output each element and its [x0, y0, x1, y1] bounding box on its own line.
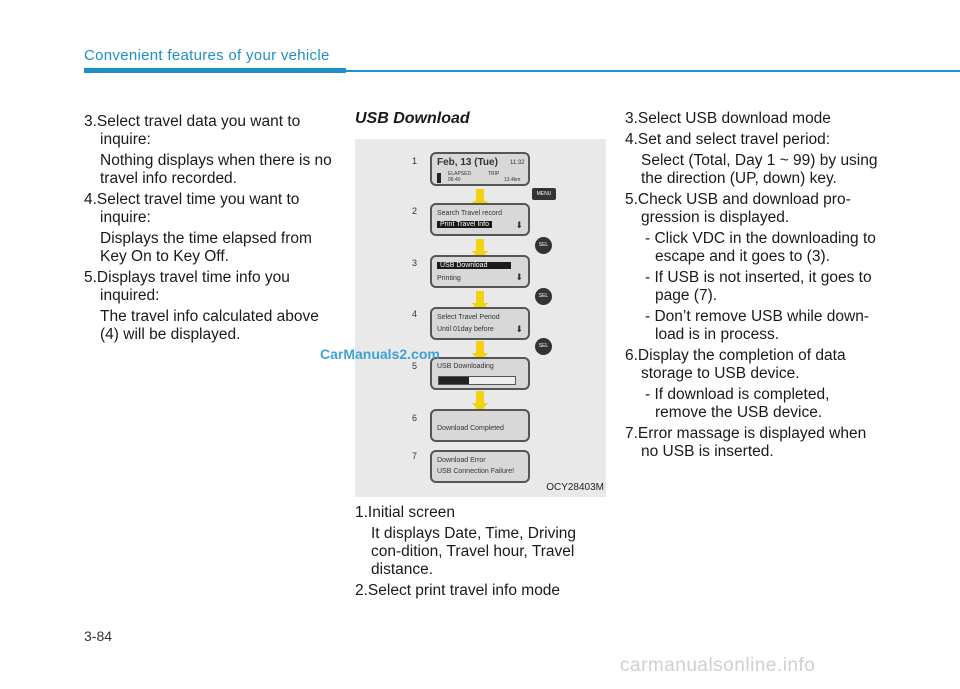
list-item: 5.Check USB and download pro-gression is… [625, 191, 851, 226]
list-item-body: Nothing displays when there is no travel… [100, 152, 332, 187]
lcd-trip-value: 13.4km [504, 177, 521, 183]
list-item: 6.Display the completion of data storage… [625, 347, 846, 382]
lcd-date: Feb, 13 (Tue) [437, 157, 498, 168]
fuel-bar-icon [437, 173, 441, 183]
lcd-line: Printing [437, 275, 461, 282]
header-bar [84, 68, 346, 73]
lcd-elapsed-label: ELAPSED [448, 171, 472, 177]
down-arrow-icon: ⬇ [515, 324, 523, 334]
sel-button[interactable]: SEL [535, 338, 552, 355]
lcd-line: Search Travel record [437, 210, 502, 217]
step-number: 7 [412, 451, 418, 461]
lcd-line: Until 01day before [437, 326, 494, 333]
lcd-line: Select Travel Period [437, 314, 500, 321]
lcd-screen-error: Download Error USB Connection Failure! [430, 450, 530, 483]
list-subitem: - If USB is not inserted, it goes to pag… [645, 269, 872, 304]
sel-button[interactable]: SEL [535, 237, 552, 254]
lcd-screen-completed: Download Completed [430, 409, 530, 442]
lcd-screen-usb-download: USB Download Printing ⬇ [430, 255, 530, 288]
figure-caption: OCY28403M [546, 482, 604, 493]
lcd-trip-label: TRIP [488, 171, 500, 177]
list-item: 3.Select USB download mode [625, 110, 831, 127]
header-title: Convenient features of your vehicle [84, 47, 330, 64]
lcd-line: USB Connection Failure! [437, 468, 515, 475]
lcd-line: USB Downloading [437, 363, 494, 370]
lcd-line: Download Completed [437, 425, 504, 432]
step-number: 3 [412, 258, 418, 268]
list-subitem: - Don’t remove USB while down-load is in… [645, 308, 869, 343]
lcd-elapsed-value: 06:40 [448, 177, 461, 183]
download-progress-bar [438, 376, 516, 385]
left-column: 3.Select travel data you want to inquire… [84, 113, 333, 344]
lcd-screen-initial: Feb, 13 (Tue) 11:32 ELAPSED 06:40 TRIP 1… [430, 152, 530, 186]
step-number: 4 [412, 309, 418, 319]
lcd-screen-travel-period: Select Travel Period Until 01day before … [430, 307, 530, 340]
right-column: 3.Select USB download mode 4.Set and sel… [625, 110, 878, 461]
page-number: 3-84 [84, 628, 113, 644]
section-title: USB Download [355, 110, 470, 127]
list-item-body: The travel info calculated above (4) wil… [100, 308, 319, 343]
list-item: 7.Error massage is displayed when no USB… [625, 425, 867, 460]
flow-arrow-icon [472, 391, 488, 413]
watermark: CarManuals2.com [320, 346, 440, 362]
lcd-screen-print-travel: Search Travel record Print Travel Info ⬇ [430, 203, 530, 236]
lcd-screen-downloading: USB Downloading [430, 357, 530, 390]
list-item: 2.Select print travel info mode [355, 582, 561, 599]
list-item-body: Select (Total, Day 1 ~ 99) by using the … [641, 152, 878, 187]
list-item: 5.Displays travel time info you inquired… [84, 269, 290, 304]
menu-button[interactable]: MENU [532, 188, 556, 200]
list-item-body: It displays Date, Time, Driving con-diti… [371, 525, 577, 578]
lcd-line-selected: USB Download [437, 262, 511, 269]
header-line [346, 70, 960, 72]
list-item-body: Displays the time elapsed from Key On to… [100, 230, 312, 265]
list-item: 3.Select travel data you want to inquire… [84, 113, 301, 148]
step-number: 2 [412, 206, 418, 216]
lcd-line: Download Error [437, 457, 486, 464]
lcd-line-selected: Print Travel Info [437, 221, 493, 228]
list-item: 4.Select travel time you want to inquire… [84, 191, 300, 226]
step-number: 6 [412, 413, 418, 423]
step-number: 5 [412, 361, 418, 371]
sel-button[interactable]: SEL [535, 288, 552, 305]
step-number: 1 [412, 156, 418, 166]
list-item: 1.Initial screen [355, 504, 455, 521]
down-arrow-icon: ⬇ [515, 220, 523, 230]
lcd-time: 11:32 [510, 160, 525, 166]
list-item: 4.Set and select travel period: [625, 131, 831, 148]
list-subitem: - Click VDC in the downloading to escape… [645, 230, 876, 265]
usb-download-figure: 1 2 3 4 5 6 7 Feb, 13 (Tue) 11:32 ELAPSE… [355, 139, 606, 497]
progress-fill [439, 377, 470, 384]
middle-column-text: 1.Initial screen It displays Date, Time,… [355, 504, 606, 600]
list-subitem: - If download is completed, remove the U… [645, 386, 830, 421]
footer-site-watermark: carmanualsonline.info [620, 655, 816, 676]
down-arrow-icon: ⬇ [515, 272, 523, 282]
